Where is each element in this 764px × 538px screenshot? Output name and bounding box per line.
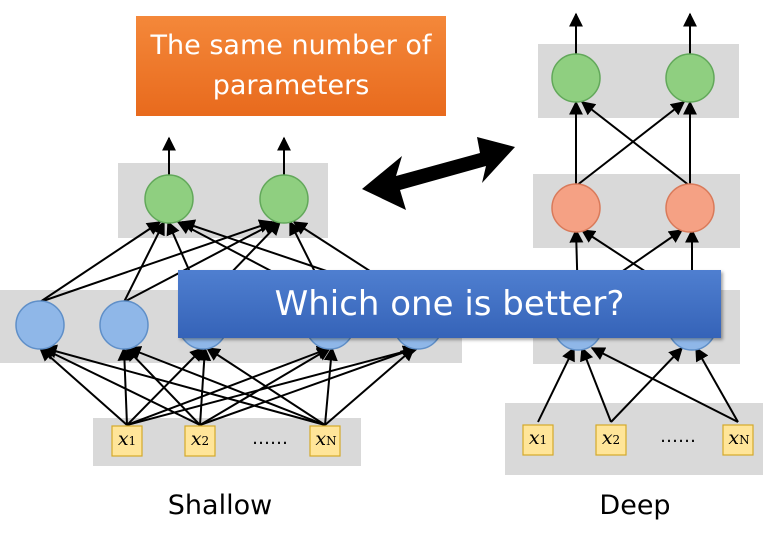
input-subscript: N (739, 433, 750, 447)
shallow-output-nodes (144, 174, 309, 224)
shallow-input-label: x2 (185, 428, 215, 450)
input-subscript: 1 (128, 434, 137, 448)
input-symbol: x (728, 427, 740, 449)
input-subscript: 1 (539, 433, 548, 447)
shallow-output-node (259, 174, 309, 224)
shallow-hidden-node (99, 300, 149, 350)
input-symbol: x (190, 428, 202, 450)
deep-input-box (595, 424, 627, 456)
shallow-caption: Shallow (167, 490, 273, 521)
deep-input-box (722, 424, 754, 456)
shallow-input-boxes (111, 425, 341, 457)
deep-network (505, 12, 763, 475)
deep-ellipsis: …… (660, 426, 696, 447)
input-symbol: x (315, 428, 327, 450)
input-symbol: x (528, 427, 540, 449)
shallow-edges (38, 136, 420, 426)
deep-hidden2-node (551, 183, 601, 233)
deep-input-label: x1 (523, 427, 553, 449)
deep-output-nodes (551, 53, 715, 103)
deep-caption: Deep (599, 490, 671, 521)
deep-output-node (665, 53, 715, 103)
shallow-output-node (144, 174, 194, 224)
input-subscript: N (326, 434, 337, 448)
comparison-double-arrow (362, 137, 515, 210)
shallow-input-box (184, 425, 216, 457)
deep-input-label: xN (723, 427, 755, 449)
deep-output-node (551, 53, 601, 103)
deep-input-box (522, 424, 554, 456)
shallow-ellipsis: …… (252, 428, 288, 449)
deep-hidden2-nodes (551, 183, 715, 233)
shallow-input-box (111, 425, 143, 457)
parameter-banner: The same number of parameters (136, 16, 446, 116)
question-banner: Which one is better? (178, 270, 721, 338)
deep-input-boxes (522, 424, 754, 456)
deep-hidden2-node (665, 183, 715, 233)
shallow-input-label: xN (310, 428, 342, 450)
input-symbol: x (601, 427, 613, 449)
shallow-input-label: x1 (112, 428, 142, 450)
input-symbol: x (117, 428, 129, 450)
shallow-hidden-node (15, 300, 65, 350)
shallow-input-box (309, 425, 341, 457)
deep-input-label: x2 (596, 427, 626, 449)
input-subscript: 2 (612, 433, 621, 447)
input-subscript: 2 (201, 434, 210, 448)
